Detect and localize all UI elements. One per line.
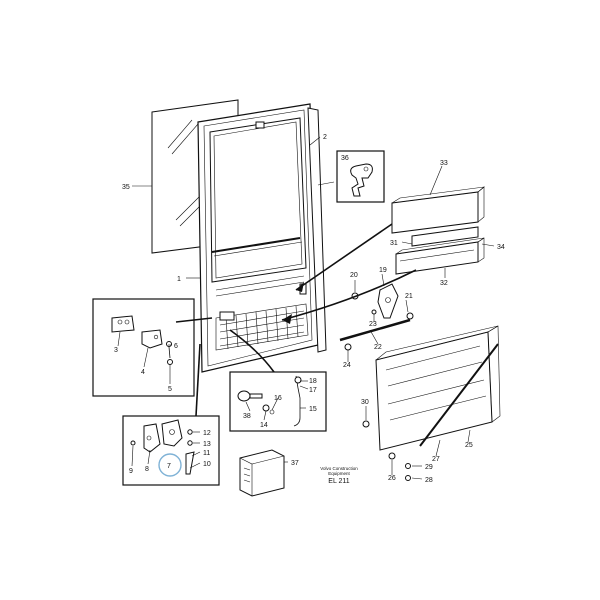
- label-11: 11: [203, 450, 210, 457]
- label-8: 8: [145, 466, 149, 473]
- part-labels: 1 2 3 4 5 6 7 8 9 10 11 12 13 14 15 16 1…: [114, 134, 505, 484]
- label-32: 32: [440, 280, 448, 287]
- label-24: 24: [343, 362, 351, 369]
- leader-lines: [117, 136, 495, 480]
- seal-profile-detail: [336, 150, 385, 203]
- label-18: 18: [309, 378, 317, 385]
- label-7: 7: [167, 463, 171, 470]
- label-29: 29: [425, 464, 433, 471]
- label-2: 2: [323, 134, 327, 141]
- label-36: 36: [341, 155, 349, 162]
- label-26: 26: [388, 475, 396, 482]
- latch-linkage: [339, 283, 414, 351]
- insulation-panel-31: [411, 226, 479, 247]
- label-38: 38: [243, 413, 251, 420]
- door-seal: [307, 107, 335, 353]
- label-12: 12: [203, 430, 211, 437]
- label-27: 27: [432, 456, 440, 463]
- label-3: 3: [114, 347, 118, 354]
- insulation-panel-33: [391, 186, 485, 234]
- caption-code: EL 211: [328, 478, 350, 485]
- label-17: 17: [309, 387, 317, 394]
- label-15: 15: [309, 406, 317, 413]
- label-1: 1: [177, 276, 181, 283]
- lower-panel: [362, 325, 501, 481]
- caption-line-2: Equipment: [328, 471, 350, 476]
- label-13: 13: [203, 441, 211, 448]
- callout-arrows: [175, 223, 417, 417]
- latch-detail-box: [122, 415, 220, 486]
- label-16: 16: [274, 395, 282, 402]
- cable-detail-box: [229, 371, 327, 432]
- label-6: 6: [174, 343, 178, 350]
- label-14: 14: [260, 422, 268, 429]
- caption-line-1: Volvo Construction: [320, 466, 358, 471]
- label-23: 23: [369, 321, 377, 328]
- door-frame: [197, 103, 319, 373]
- label-4: 4: [141, 369, 145, 376]
- label-19: 19: [379, 267, 387, 274]
- label-22: 22: [374, 344, 382, 351]
- label-5: 5: [168, 386, 172, 393]
- caption: Volvo Construction Equipment EL 211: [320, 466, 358, 485]
- label-10: 10: [203, 461, 211, 468]
- label-28: 28: [425, 477, 433, 484]
- label-34: 34: [497, 244, 505, 251]
- lock-detail-box: [92, 298, 195, 397]
- label-20: 20: [350, 272, 358, 279]
- highlight-circle: [158, 453, 182, 477]
- label-21: 21: [405, 293, 413, 300]
- label-33: 33: [440, 160, 448, 167]
- insulation-panel-34: [395, 237, 485, 275]
- label-35: 35: [122, 184, 130, 191]
- label-30: 30: [361, 399, 369, 406]
- kit-box: [239, 449, 285, 497]
- label-37: 37: [291, 460, 299, 467]
- label-31: 31: [390, 240, 398, 247]
- label-9: 9: [129, 468, 133, 475]
- label-25: 25: [465, 442, 473, 449]
